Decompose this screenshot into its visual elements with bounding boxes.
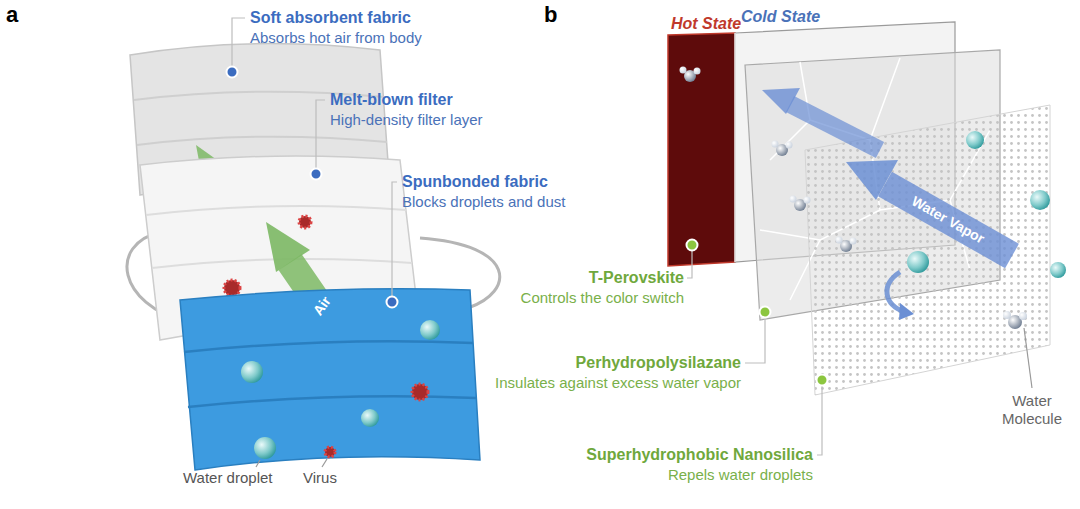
water-molecule [680, 67, 701, 83]
layer-name: Spunbonded fabric [402, 172, 548, 191]
nanosilica-layer [805, 105, 1050, 395]
callout-dot [760, 307, 771, 318]
callout-dot [311, 169, 322, 180]
water-vapor-arrowhead [846, 160, 898, 200]
hydrogen-atom [694, 68, 701, 75]
water-droplet [1030, 190, 1050, 210]
layer-description: Absorbs hot air from body [250, 29, 422, 47]
callout-dot [227, 67, 238, 78]
virus [224, 280, 240, 296]
item-label: Water droplet [183, 469, 272, 487]
item-label: Water Molecule [992, 392, 1072, 428]
water-molecule [790, 196, 811, 212]
layer-name: Perhydropolysilazane [576, 353, 741, 372]
hydrogen-atom [790, 196, 797, 203]
hot-state-panel [668, 33, 735, 266]
layer-description: High-density filter layer [330, 111, 483, 129]
hydrogen-atom [1003, 311, 1011, 319]
water-vapor-arrowhead [762, 88, 800, 114]
item-label: Virus [303, 469, 337, 487]
virus [412, 384, 428, 400]
leader-line [322, 459, 327, 467]
hydrogen-atom [786, 142, 793, 149]
pleat-line [184, 341, 473, 352]
water-droplet [420, 320, 440, 340]
water-molecule [772, 141, 793, 157]
hydrogen-atom [804, 197, 811, 204]
layer-name: Melt-blown filter [330, 90, 453, 109]
leader-line [232, 18, 245, 72]
layer-name: Superhydrophobic Nanosilica [586, 445, 813, 464]
pleat-line [137, 137, 387, 145]
water-molecule [836, 237, 857, 253]
water-vapor-arrow [790, 104, 880, 150]
layer-description: Controls the color switch [521, 289, 684, 307]
layer-description: Repels water droplets [668, 466, 813, 484]
pleat-line [146, 206, 406, 215]
water-droplet [907, 251, 929, 273]
layer-description: Insulates against excess water vapor [495, 374, 741, 392]
spunbonded-layer [180, 289, 480, 470]
pleat-line [188, 396, 476, 407]
hydrogen-atom [680, 67, 687, 74]
water-droplet [241, 361, 263, 383]
hydrogen-atom [850, 238, 857, 245]
water-droplet [361, 409, 379, 427]
leader-line [1024, 328, 1032, 388]
water-droplet [966, 131, 984, 149]
leader-line [256, 460, 260, 467]
callout-dot [817, 375, 828, 386]
hydrogen-atom [1019, 312, 1027, 320]
leader-line [745, 312, 765, 363]
air-flow-arrowhead [266, 222, 310, 272]
water-molecule [1003, 311, 1027, 329]
state-divider [735, 33, 736, 262]
water-vapor-arrow [885, 184, 1012, 256]
hydrogen-atom [772, 141, 779, 148]
layer-description: Blocks droplets and dust [402, 193, 565, 211]
leader-line [392, 182, 397, 302]
virus [325, 447, 335, 457]
repel-arrowhead [899, 303, 914, 320]
virus [299, 216, 311, 228]
leader-line [817, 380, 822, 455]
layer-name: T-Perovskite [589, 268, 684, 287]
water-droplet [254, 437, 276, 459]
leader-line [316, 100, 325, 174]
panel-letter: b [544, 2, 557, 28]
panel-letter: a [6, 2, 18, 28]
state-label: Cold State [741, 7, 820, 26]
state-label: Hot State [671, 14, 741, 33]
callout-dot [387, 297, 398, 308]
hydrogen-atom [836, 237, 843, 244]
water-droplet [1050, 262, 1066, 278]
layer-name: Soft absorbent fabric [250, 8, 411, 27]
callout-dot [687, 240, 698, 251]
